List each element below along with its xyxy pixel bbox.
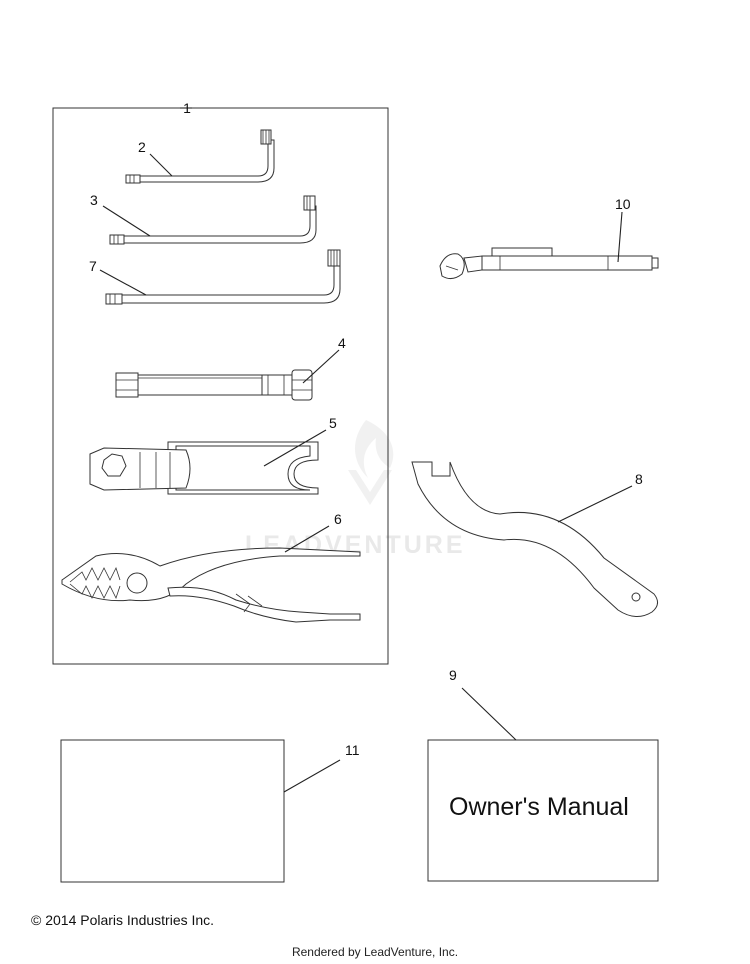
callout-9: 9	[449, 667, 457, 683]
blank-document	[60, 739, 285, 883]
callout-11: 11	[345, 742, 360, 758]
callout-1: 1	[183, 100, 191, 116]
leadventure-watermark-logo	[348, 420, 394, 505]
rendered-by-credit: Rendered by LeadVenture, Inc.	[291, 945, 459, 959]
callout-8: 8	[635, 471, 643, 487]
callout-2: 2	[138, 139, 146, 155]
callout-3: 3	[90, 192, 98, 208]
socket-extension	[115, 369, 313, 401]
owners-manual	[427, 739, 659, 882]
callout-6: 6	[334, 511, 342, 527]
callout-7: 7	[89, 258, 97, 274]
hex-key-large	[105, 249, 341, 305]
hook-spanner-wrench	[411, 461, 658, 617]
toolkit-group-box	[52, 107, 389, 665]
hex-key-medium	[109, 195, 317, 245]
callout-4: 4	[338, 335, 346, 351]
slip-joint-pliers	[61, 547, 361, 623]
copyright-notice: © 2014 Polaris Industries Inc.	[31, 912, 215, 928]
callout-5: 5	[329, 415, 337, 431]
callout-10: 10	[615, 196, 631, 212]
tire-pressure-gauge	[439, 247, 659, 280]
owners-manual-title: Owner's Manual	[449, 793, 629, 821]
hex-key-small	[125, 129, 275, 184]
fork-spanner-wrench	[89, 441, 319, 495]
